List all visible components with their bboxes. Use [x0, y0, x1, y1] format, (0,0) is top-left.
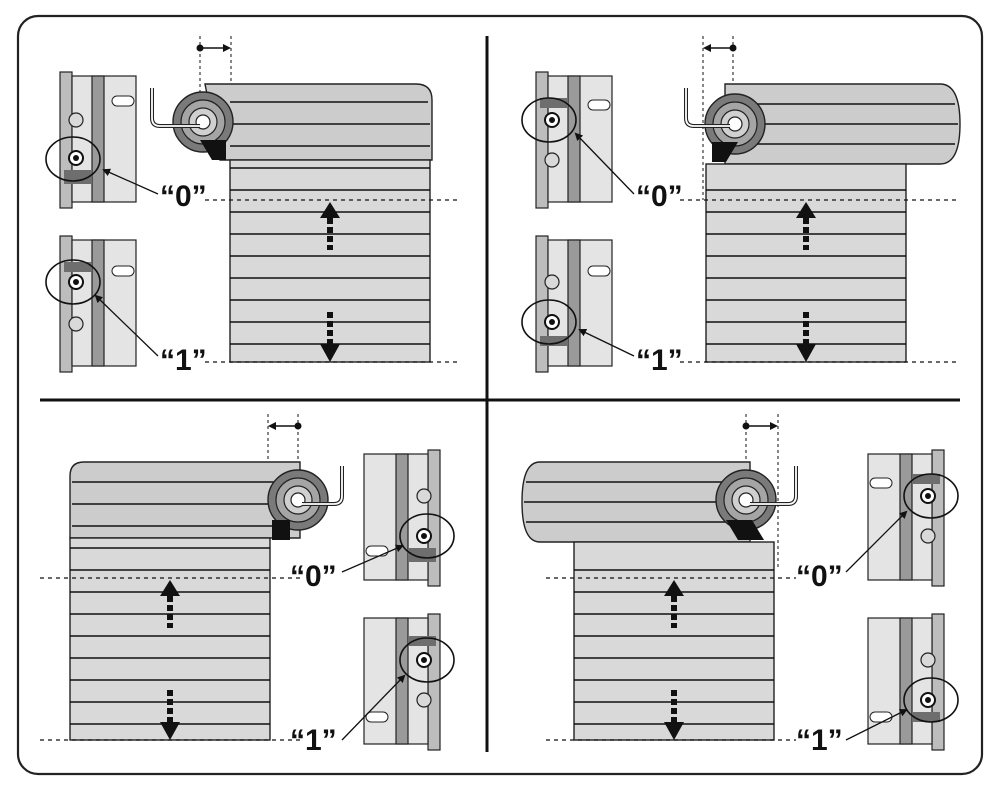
label-1: “1”: [160, 344, 207, 377]
leader-1: [578, 328, 635, 357]
limit-bracket-upper: [59, 71, 137, 209]
shutter-curtain: [573, 541, 775, 741]
outer-frame: [16, 14, 984, 776]
shutter-roll: [204, 83, 433, 161]
motor-head: [150, 88, 234, 160]
offset-indicator: [742, 414, 779, 570]
up-arrow: [664, 580, 684, 628]
leader-0: [574, 132, 635, 195]
highlight-ring-0: [399, 513, 455, 559]
leader-1: [341, 674, 406, 741]
limit-bracket-lower: [867, 613, 945, 751]
highlight-ring-1: [45, 259, 101, 305]
label-0: “0”: [160, 180, 207, 213]
limit-bracket-lower: [535, 235, 613, 373]
panel-bottom-right: “0” “1”: [521, 414, 959, 757]
motor-head: [684, 88, 766, 162]
down-arrow: [160, 690, 180, 740]
leader-0: [341, 544, 404, 573]
highlight-ring-0: [45, 136, 101, 182]
label-1: “1”: [796, 724, 843, 757]
down-arrow: [664, 690, 684, 740]
shutter-curtain: [229, 159, 431, 363]
leader-1: [845, 709, 908, 741]
offset-indicator: [702, 36, 737, 200]
highlight-ring-1: [903, 677, 959, 723]
up-arrow: [320, 202, 340, 250]
panel-top-right: “0” “1”: [521, 36, 961, 377]
highlight-ring-1: [521, 299, 577, 345]
label-0: “0”: [636, 180, 683, 213]
highlight-ring-1: [399, 637, 455, 683]
offset-indicator: [267, 414, 302, 470]
leader-0: [845, 510, 908, 573]
highlight-ring-0: [903, 473, 959, 519]
down-arrow: [796, 312, 816, 362]
motor-head: [267, 466, 344, 540]
label-0: “0”: [290, 560, 337, 593]
panel-bottom-left: “0” “1”: [40, 414, 455, 757]
highlight-ring-0: [521, 97, 577, 143]
shutter-curtain: [705, 163, 907, 363]
label-0: “0”: [796, 560, 843, 593]
up-arrow: [796, 202, 816, 250]
label-1: “1”: [636, 344, 683, 377]
up-arrow: [160, 580, 180, 628]
motor-head: [715, 466, 798, 540]
limit-bracket-upper: [363, 449, 441, 587]
down-arrow: [320, 312, 340, 362]
limit-bracket-upper: [535, 71, 613, 209]
leader-0: [102, 168, 159, 195]
offset-indicator: [196, 36, 232, 200]
leader-1: [94, 294, 159, 357]
panel-top-left: “0” “1”: [45, 36, 460, 377]
label-1: “1”: [290, 724, 337, 757]
